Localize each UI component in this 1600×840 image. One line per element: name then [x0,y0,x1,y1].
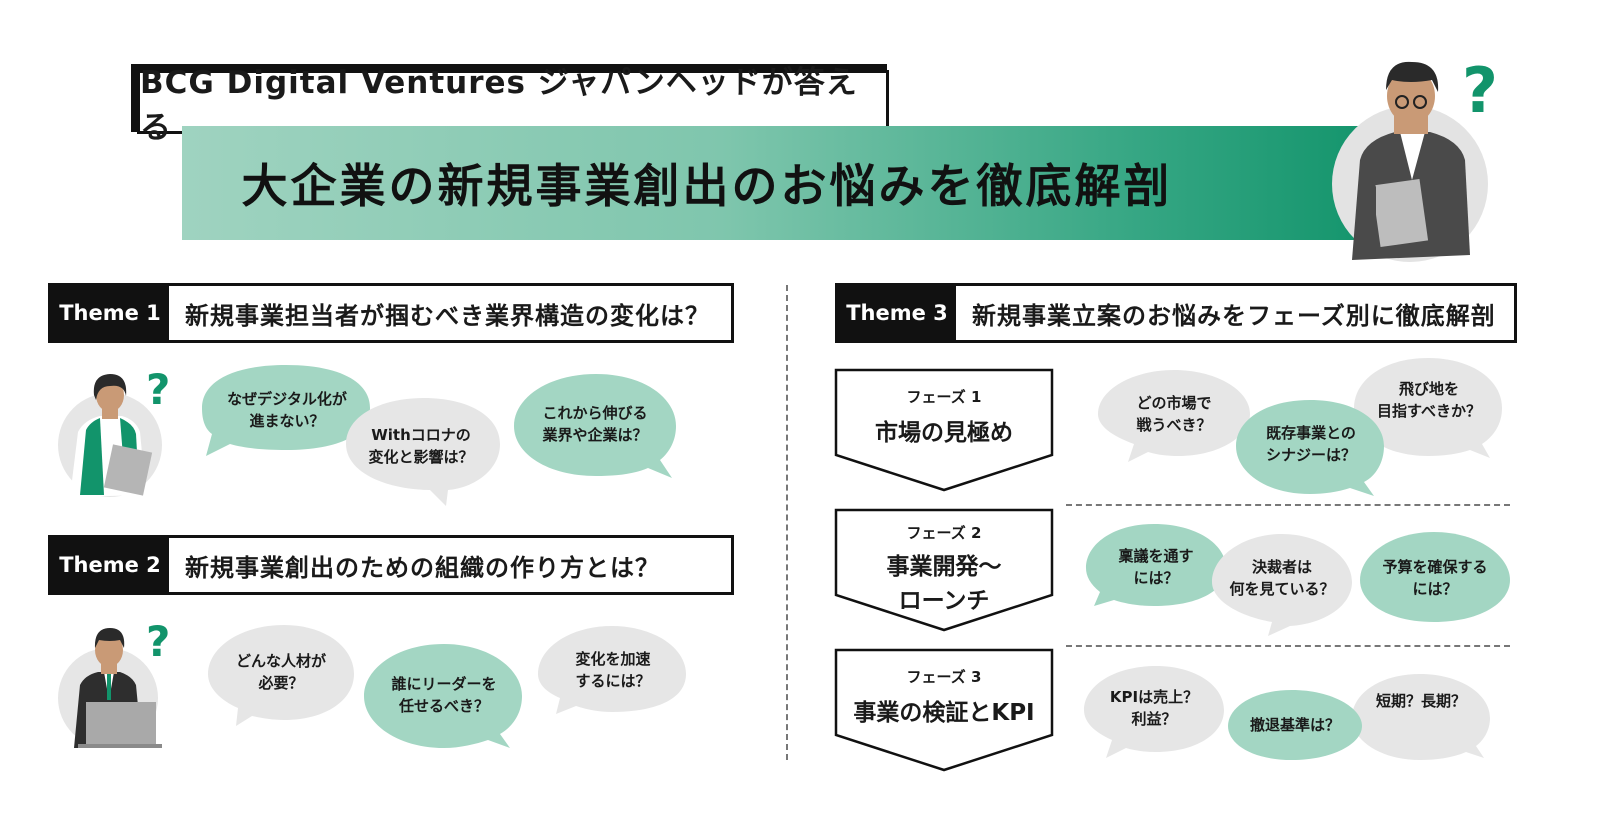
subtitle-text: BCG Digital Ventures ジャパンヘッドが答える [140,65,858,146]
phase2-title: 事業開発～ [886,554,1002,580]
question-mark-icon: ? [146,365,170,414]
theme1-question: Withコロナの変化と影響は？ [368,426,474,466]
theme1-title: 新規事業担当者が掴むべき業界構造の変化は？ [185,301,710,330]
theme3-tag: Theme 3 [838,286,956,340]
theme2-question: 誰にリーダーを任せるべき？ [391,675,497,715]
man-with-laptop-illustration: ? [58,617,170,748]
phase-pentagons [834,368,1054,772]
businesswoman-illustration: ? [58,365,170,497]
phase-divider [1066,645,1510,647]
theme2-title: 新規事業創出のための組織の作り方とは？ [185,553,660,582]
page-title: 大企業の新規事業創出のお悩みを徹底解剖 [241,159,1173,213]
question-mark-icon: ? [146,617,170,666]
theme3-title: 新規事業立案のお悩みをフェーズ別に徹底解剖 [972,301,1496,330]
theme1-bar: Theme 1 新規事業担当者が掴むべき業界構造の変化は？ [48,283,734,343]
phase2-question: 決裁者は何を見ている？ [1229,558,1335,598]
theme2-tag: Theme 2 [51,538,169,592]
phase2-label: フェーズ 2 事業開発～ ローンチ [836,522,1052,615]
theme1-tag: Theme 1 [51,286,169,340]
phase1-question: 飛び地を目指すべきか？ [1377,380,1481,420]
section-divider [786,285,788,760]
phase-divider [1066,504,1510,506]
subtitle-box: BCG Digital Ventures ジャパンヘッドが答える [137,65,889,146]
title-banner: 大企業の新規事業創出のお悩みを徹底解剖 [182,126,1382,240]
phase1-title: 市場の見極め [875,420,1013,446]
question-mark-icon: ? [1462,54,1498,127]
phase3-question: KPIは売上？利益？ [1109,688,1199,728]
theme2-bar: Theme 2 新規事業創出のための組織の作り方とは？ [48,535,734,595]
theme1-bubbles [202,365,676,506]
phase2-question: 稟議を通すには？ [1118,547,1194,587]
phase2-title: ローンチ [898,588,990,614]
phase3-label: フェーズ 3 事業の検証とKPI [836,666,1052,727]
phase3-question: 短期？長期？ [1375,692,1466,710]
theme2-question: どんな人材が必要？ [235,652,326,692]
theme1-question: これから伸びる業界や企業は？ [542,404,648,444]
phase1-number: フェーズ 1 [906,388,982,406]
phase2-number: フェーズ 2 [906,524,982,542]
phase1-label: フェーズ 1 市場の見極め [836,386,1052,447]
theme1-question: なぜデジタル化が進まない？ [227,390,347,430]
phase3-question: 撤退基準は？ [1249,716,1340,734]
phase2-question: 予算を確保するには？ [1382,558,1488,598]
theme2-question: 変化を加速するには？ [575,650,651,690]
phase1-question: どの市場で戦うべき？ [1136,394,1212,434]
phase2-bubbles [1086,524,1510,636]
phase1-question: 既存事業とのシナジーは？ [1265,424,1356,464]
businessman-with-glasses-illustration: ? [1332,54,1498,262]
phase3-number: フェーズ 3 [906,668,982,686]
phase3-title: 事業の検証とKPI [853,700,1035,726]
theme2-bubbles [208,625,686,748]
phase1-bubbles [1098,358,1502,496]
theme3-bar: Theme 3 新規事業立案のお悩みをフェーズ別に徹底解剖 [835,283,1517,343]
phase3-bubbles [1084,666,1490,760]
